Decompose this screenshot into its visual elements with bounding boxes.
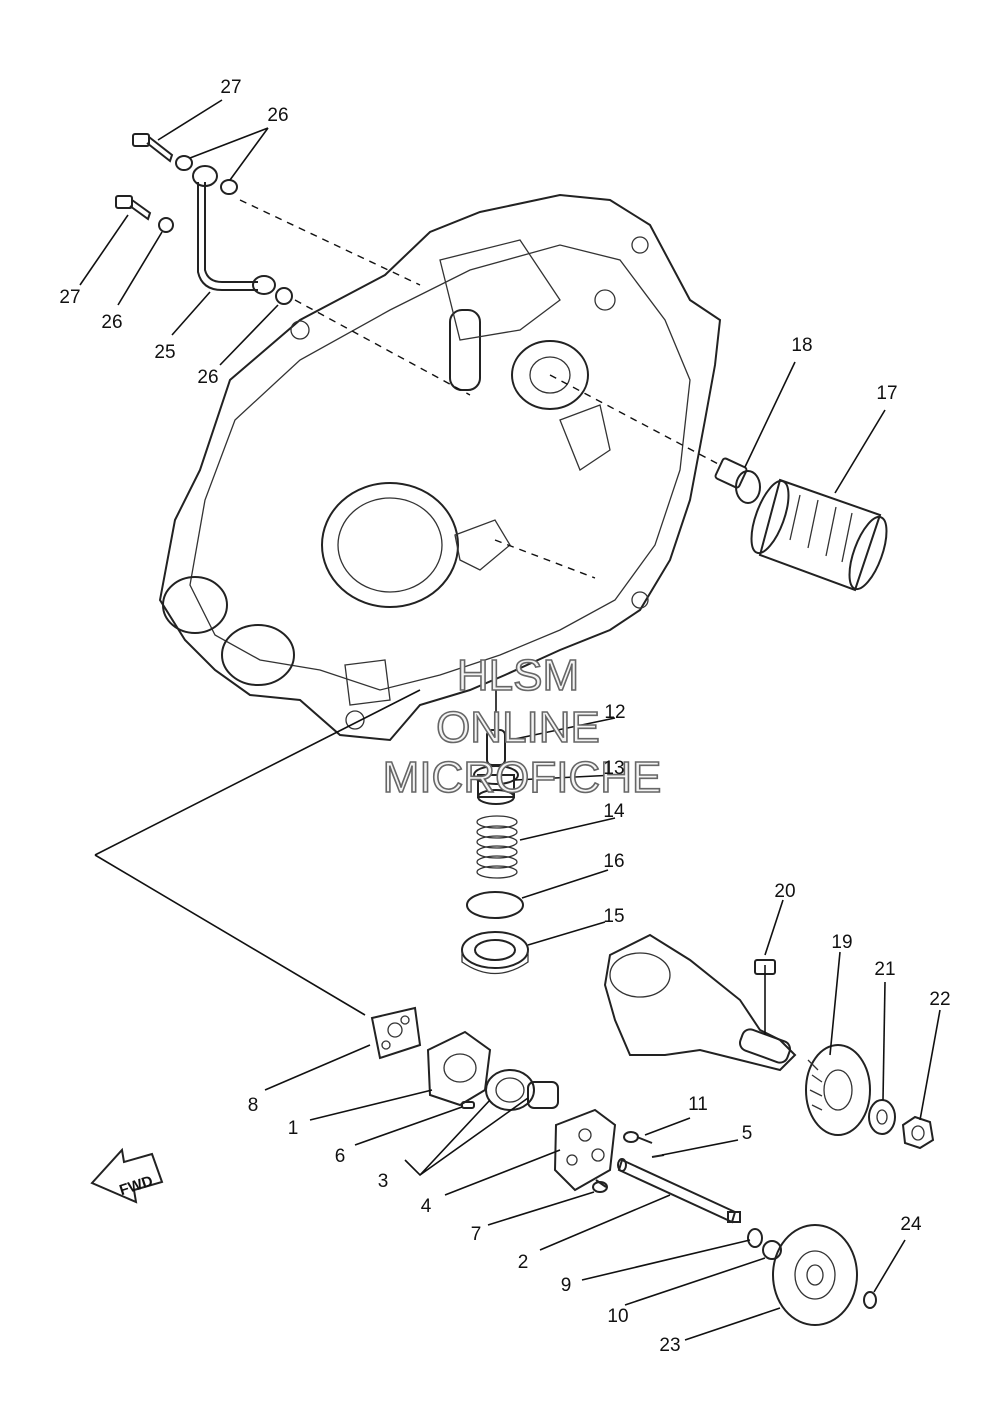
- oil-pump-shaft: [617, 1158, 741, 1224]
- callout-13: 13: [603, 758, 624, 779]
- callout-20: 20: [774, 881, 795, 902]
- callout-6: 6: [335, 1146, 346, 1167]
- washer-10: [762, 1240, 782, 1260]
- union-bolt-lower: [115, 195, 152, 221]
- callout-27-top: 27: [220, 77, 241, 98]
- watermark-line2: ONLINE: [436, 703, 600, 752]
- callout-4: 4: [421, 1196, 432, 1217]
- callout-1: 1: [288, 1118, 299, 1139]
- callout-8: 8: [248, 1095, 259, 1116]
- oil-pump-cover: [426, 1030, 492, 1107]
- callout-23: 23: [659, 1335, 680, 1356]
- lock-washer-21: [868, 1099, 896, 1135]
- driven-gear-23: [772, 1224, 858, 1326]
- callout-15: 15: [603, 906, 624, 927]
- inner-rotor: [527, 1081, 559, 1109]
- callout-labels: 27 26 27 26 25 26 18 17 12 13 14 16 15 2…: [59, 77, 950, 1356]
- screw-7: [592, 1179, 608, 1193]
- callout-10: 10: [607, 1306, 628, 1327]
- callout-16: 16: [603, 851, 624, 872]
- oil-filter-stud: [714, 457, 761, 504]
- screw-11: [623, 1131, 653, 1144]
- relief-valve-spring: [476, 815, 518, 879]
- watermark: HLSM ONLINE MICROFICHE: [382, 650, 662, 803]
- circlip-24: [863, 1291, 877, 1309]
- callout-26-top: 26: [267, 105, 288, 126]
- assembly-lines: [94, 199, 766, 1035]
- dowel-pin-6: [461, 1101, 475, 1109]
- callout-21: 21: [874, 959, 895, 980]
- circlip-9: [747, 1228, 763, 1248]
- callout-26-lower: 26: [197, 367, 218, 388]
- callout-17: 17: [876, 383, 897, 404]
- forward-direction-arrow-icon: FWD: [90, 1147, 164, 1204]
- crankcase-cover: [158, 193, 722, 742]
- oil-pump-gasket: [370, 1006, 422, 1060]
- callout-12: 12: [604, 702, 625, 723]
- oil-pump-housing: [553, 1108, 617, 1192]
- leader-lines: [79, 99, 941, 1341]
- relief-valve-plug: [473, 765, 519, 805]
- gasket-washer-a: [175, 155, 193, 171]
- o-ring: [466, 891, 524, 919]
- drive-gear-19: [805, 1044, 871, 1136]
- starter-shaft-housing: [603, 933, 797, 1072]
- union-bolt-upper: [132, 133, 174, 163]
- callout-18: 18: [791, 335, 812, 356]
- callout-27-left: 27: [59, 287, 80, 308]
- gasket-washer-c: [158, 217, 174, 233]
- nut-22: [901, 1115, 935, 1150]
- oil-filter-cartridge: [750, 478, 888, 592]
- pin-5: [651, 1154, 665, 1158]
- callout-14: 14: [603, 801, 625, 822]
- gasket-washer-d: [275, 287, 293, 305]
- callout-22: 22: [929, 989, 950, 1010]
- callout-19: 19: [831, 932, 852, 953]
- callout-2: 2: [518, 1252, 529, 1273]
- callout-26-left: 26: [101, 312, 122, 333]
- callout-5: 5: [742, 1123, 753, 1144]
- callout-25: 25: [154, 342, 175, 363]
- watermark-line3: MICROFICHE: [383, 753, 662, 802]
- callout-7: 7: [471, 1224, 482, 1245]
- callout-3: 3: [378, 1171, 389, 1192]
- callout-24: 24: [900, 1214, 922, 1235]
- fwd-label: FWD: [117, 1172, 155, 1199]
- oil-seal: [461, 931, 529, 975]
- outer-rotor: [485, 1069, 535, 1111]
- callout-11: 11: [688, 1094, 708, 1115]
- gasket-washer-b: [220, 179, 238, 195]
- oil-delivery-pipe: [192, 165, 276, 295]
- watermark-line1: HLSM: [457, 651, 579, 700]
- callout-9: 9: [561, 1275, 572, 1296]
